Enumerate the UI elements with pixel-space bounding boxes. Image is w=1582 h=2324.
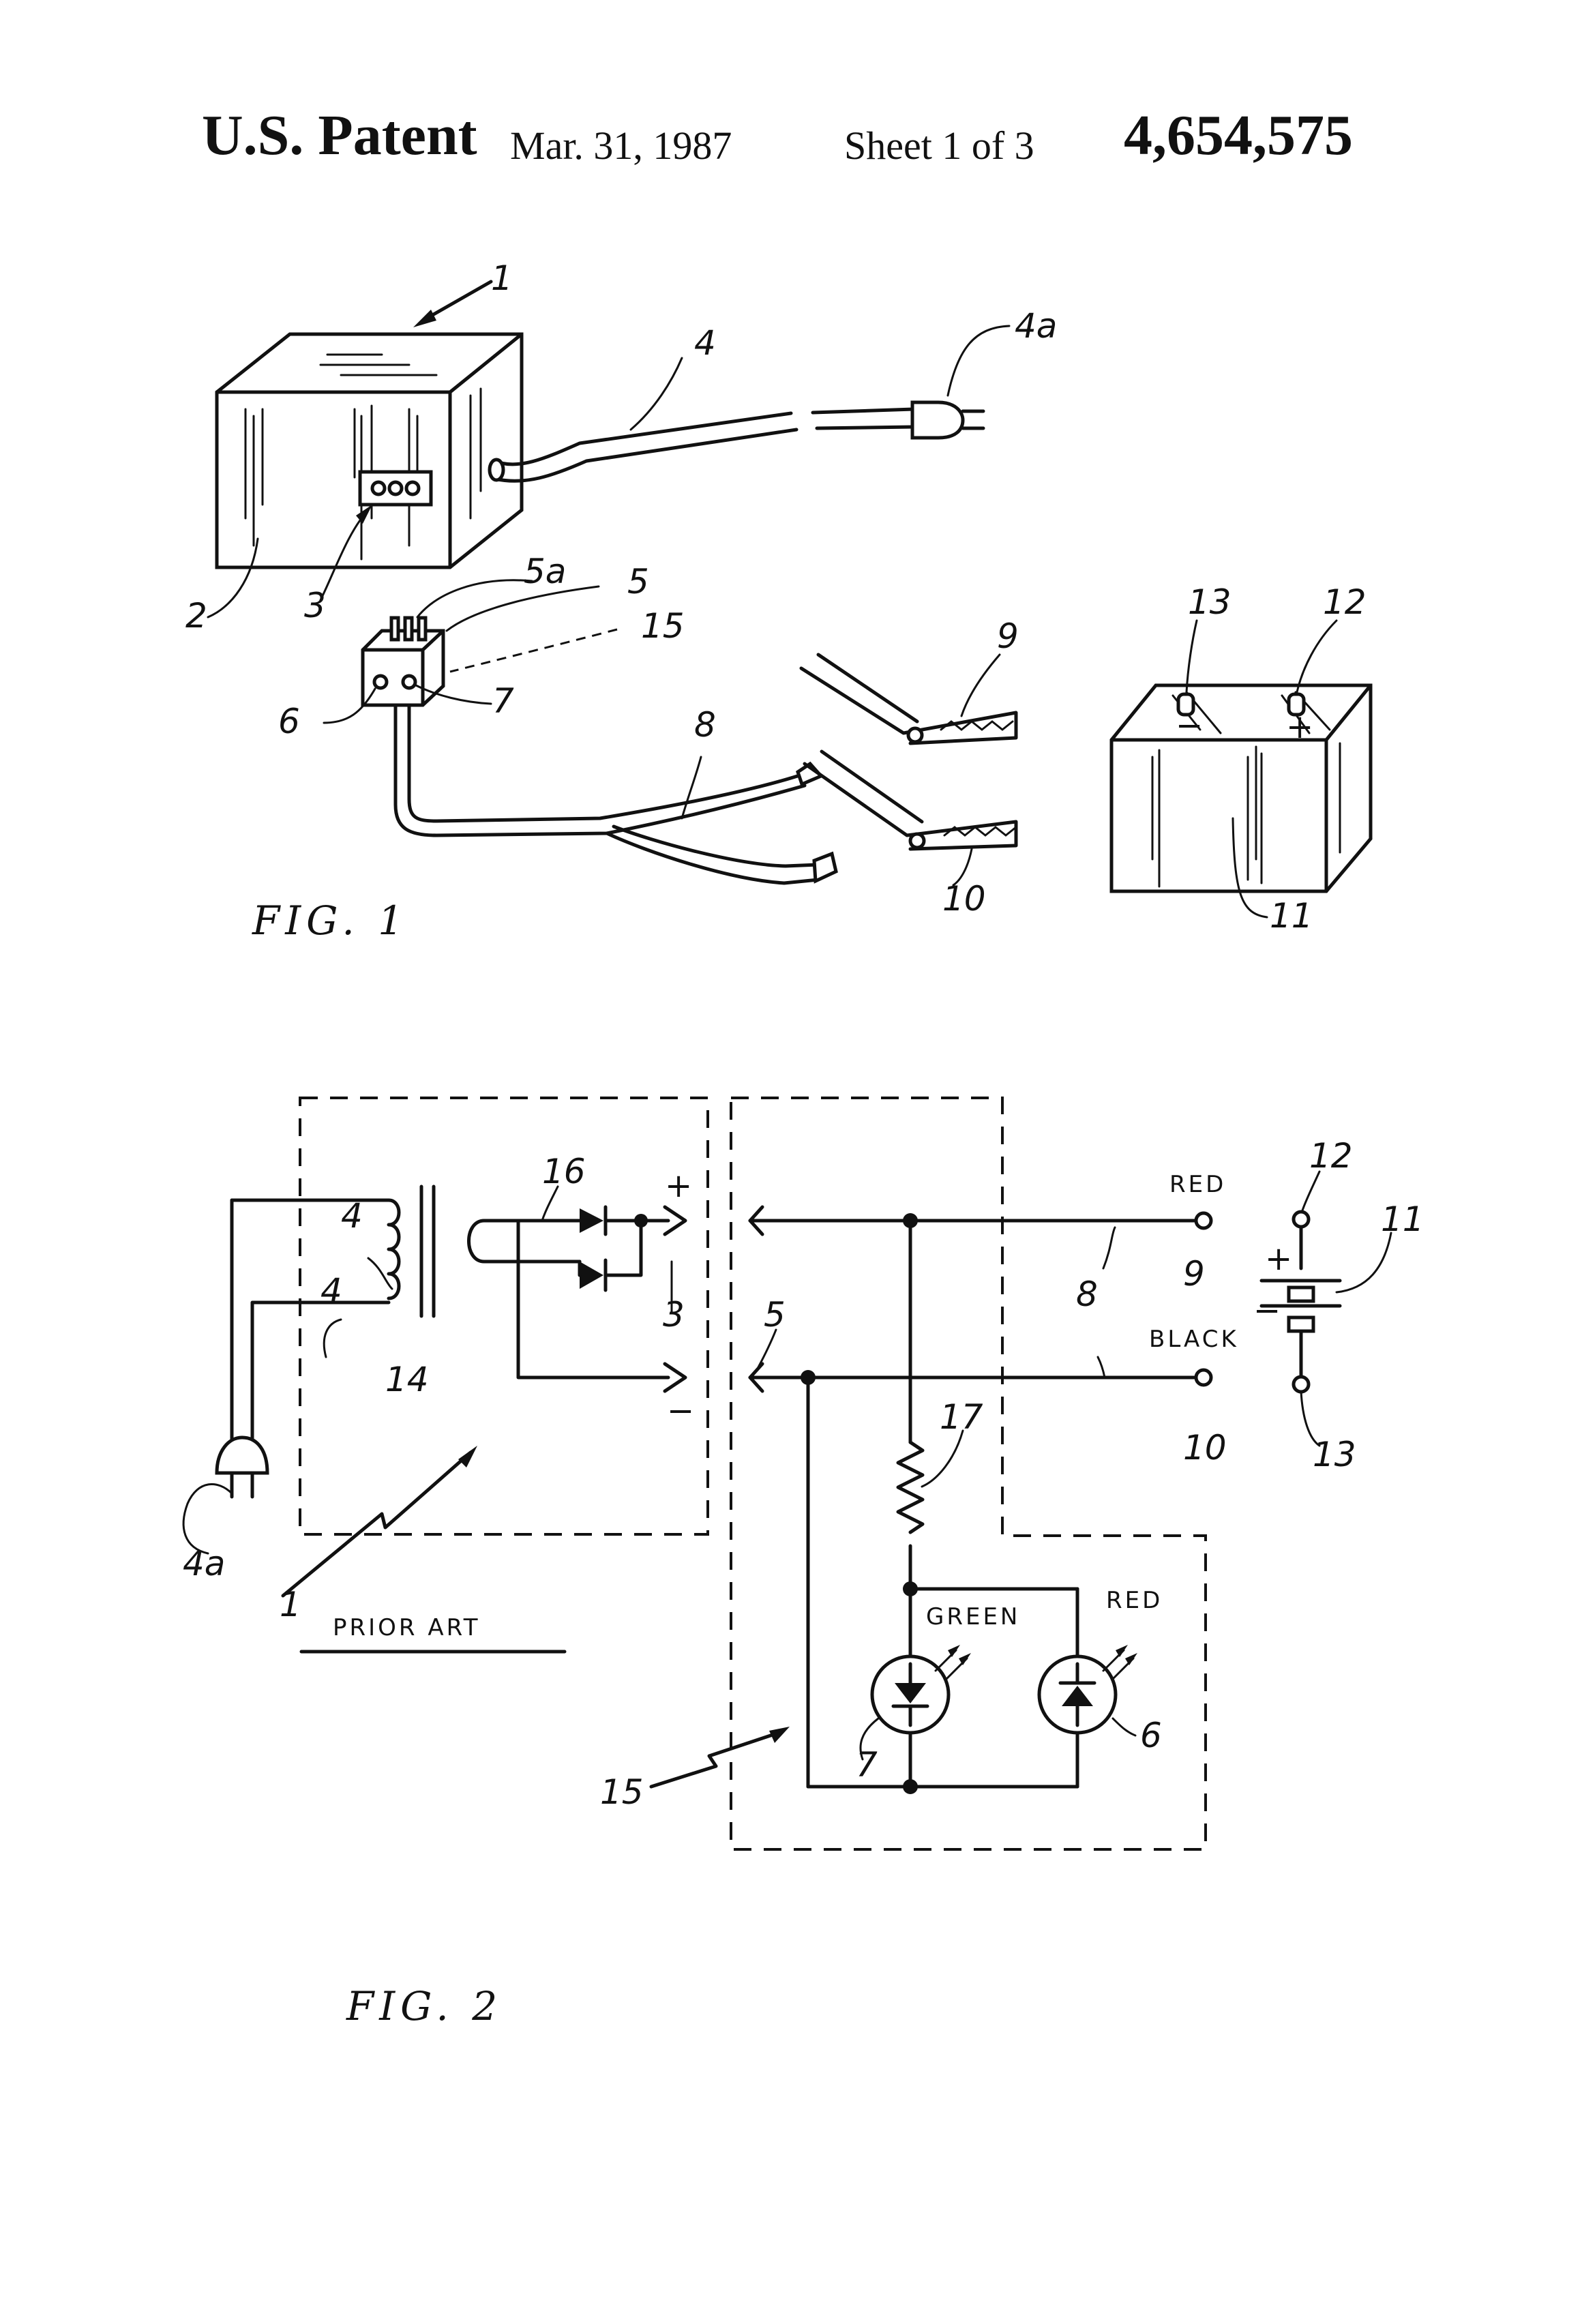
ref-5a: 5a: [524, 552, 566, 591]
ref-12: 12: [1323, 582, 1367, 622]
ref-5: 5: [764, 1295, 786, 1335]
ref-17: 17: [940, 1397, 983, 1437]
ref-11: 11: [1270, 896, 1313, 936]
figure-1: − + 1 4 4a 2: [185, 258, 1373, 944]
ref-4-lower: 4: [320, 1271, 342, 1311]
ref-3: 3: [304, 586, 326, 625]
figure-2: RED BLACK GREEN RED PRIOR ART + − + − 4 …: [182, 1097, 1424, 2029]
label-red-lead: RED: [1169, 1171, 1226, 1198]
fig2-reference-numerals: 4 4 14 4a 16 3 5 8 9 10 12 11 13 17 7 6 …: [183, 1136, 1424, 1812]
ref-15: 15: [641, 606, 685, 646]
ref-4: 4: [694, 323, 716, 363]
ref-6: 6: [1140, 1716, 1162, 1755]
output-leads-8: [748, 1211, 1213, 1387]
label-green-led: GREEN: [926, 1603, 1020, 1630]
ref-7: 7: [492, 681, 514, 721]
ref-13: 13: [1188, 582, 1232, 622]
connector-block: [361, 616, 445, 707]
red-led-6: [1037, 1645, 1137, 1735]
ref-13: 13: [1313, 1435, 1356, 1474]
ref-1: 1: [280, 1585, 301, 1624]
sheet-number: Sheet 1 of 3: [844, 123, 1034, 168]
charger-plus-contact: [663, 1205, 687, 1236]
charger-minus-sign: −: [667, 1392, 694, 1430]
ref-1: 1: [491, 258, 513, 298]
fig2-leaders: [182, 1170, 1392, 1789]
ref-9: 9: [1183, 1254, 1205, 1294]
battery-minus-mark: −: [1176, 706, 1203, 745]
ref-8: 8: [694, 705, 716, 745]
ref-4a: 4a: [183, 1544, 225, 1583]
ref-12: 12: [1309, 1136, 1353, 1176]
ref-4-upper: 4: [341, 1196, 363, 1236]
charger-plus-sign: +: [665, 1167, 692, 1205]
clamp-10: [803, 749, 1018, 884]
patent-title: U.S. Patent: [202, 104, 477, 167]
prior-art-charger-enclosure: [299, 1097, 709, 1536]
patent-date: Mar. 31, 1987: [510, 123, 732, 168]
charger-receptacle: [358, 470, 433, 507]
ref-4a: 4a: [1015, 306, 1057, 346]
battery-11: [1109, 683, 1373, 893]
ref-16: 16: [542, 1152, 586, 1191]
label-red-led: RED: [1106, 1587, 1163, 1614]
fig1-leaders: [207, 280, 1338, 919]
rectifier-diodes-16: [578, 1205, 670, 1292]
ref-3: 3: [663, 1295, 685, 1335]
ref-14: 14: [385, 1360, 429, 1399]
charger-minus-contact: [663, 1362, 687, 1393]
battery-minus-sign: −: [1253, 1292, 1281, 1330]
ref-15: 15: [600, 1772, 644, 1812]
resistor-17: [896, 1219, 925, 1596]
ref-5: 5: [627, 562, 649, 601]
battery-plus-sign: +: [1265, 1240, 1292, 1278]
schematic-plug-4a: [215, 1198, 391, 1499]
green-led-7: [870, 1645, 971, 1735]
prior-art-label: PRIOR ART: [333, 1614, 481, 1641]
ref-2: 2: [185, 596, 207, 636]
fig1-reference-numerals: 1 4 4a 2 3 5a 5 15 6 7 8 9 10 13 12 11: [185, 258, 1367, 936]
ref-9: 9: [997, 616, 1019, 656]
ref-6: 6: [278, 702, 300, 741]
charger-box: [215, 332, 524, 569]
ref-8: 8: [1076, 1275, 1098, 1314]
battery-plus-mark: +: [1286, 708, 1313, 746]
clamp-cable: [393, 703, 820, 885]
power-cord: [488, 407, 916, 483]
figure-1-caption: FIG. 1: [252, 897, 408, 944]
patent-number: 4,654,575: [1124, 104, 1353, 167]
plug-4a: [910, 400, 985, 440]
ref-10: 10: [942, 879, 986, 919]
transformer-14: [387, 1185, 670, 1380]
ref-7: 7: [856, 1745, 878, 1785]
ref-10: 10: [1183, 1428, 1227, 1468]
indicator-enclosure-15: [730, 1097, 1207, 1851]
led-circuit: [806, 1375, 1079, 1794]
ref-11: 11: [1381, 1200, 1424, 1239]
figure-2-caption: FIG. 2: [346, 1983, 503, 2029]
clamp-9: [796, 653, 1018, 787]
label-black-lead: BLACK: [1149, 1326, 1239, 1353]
